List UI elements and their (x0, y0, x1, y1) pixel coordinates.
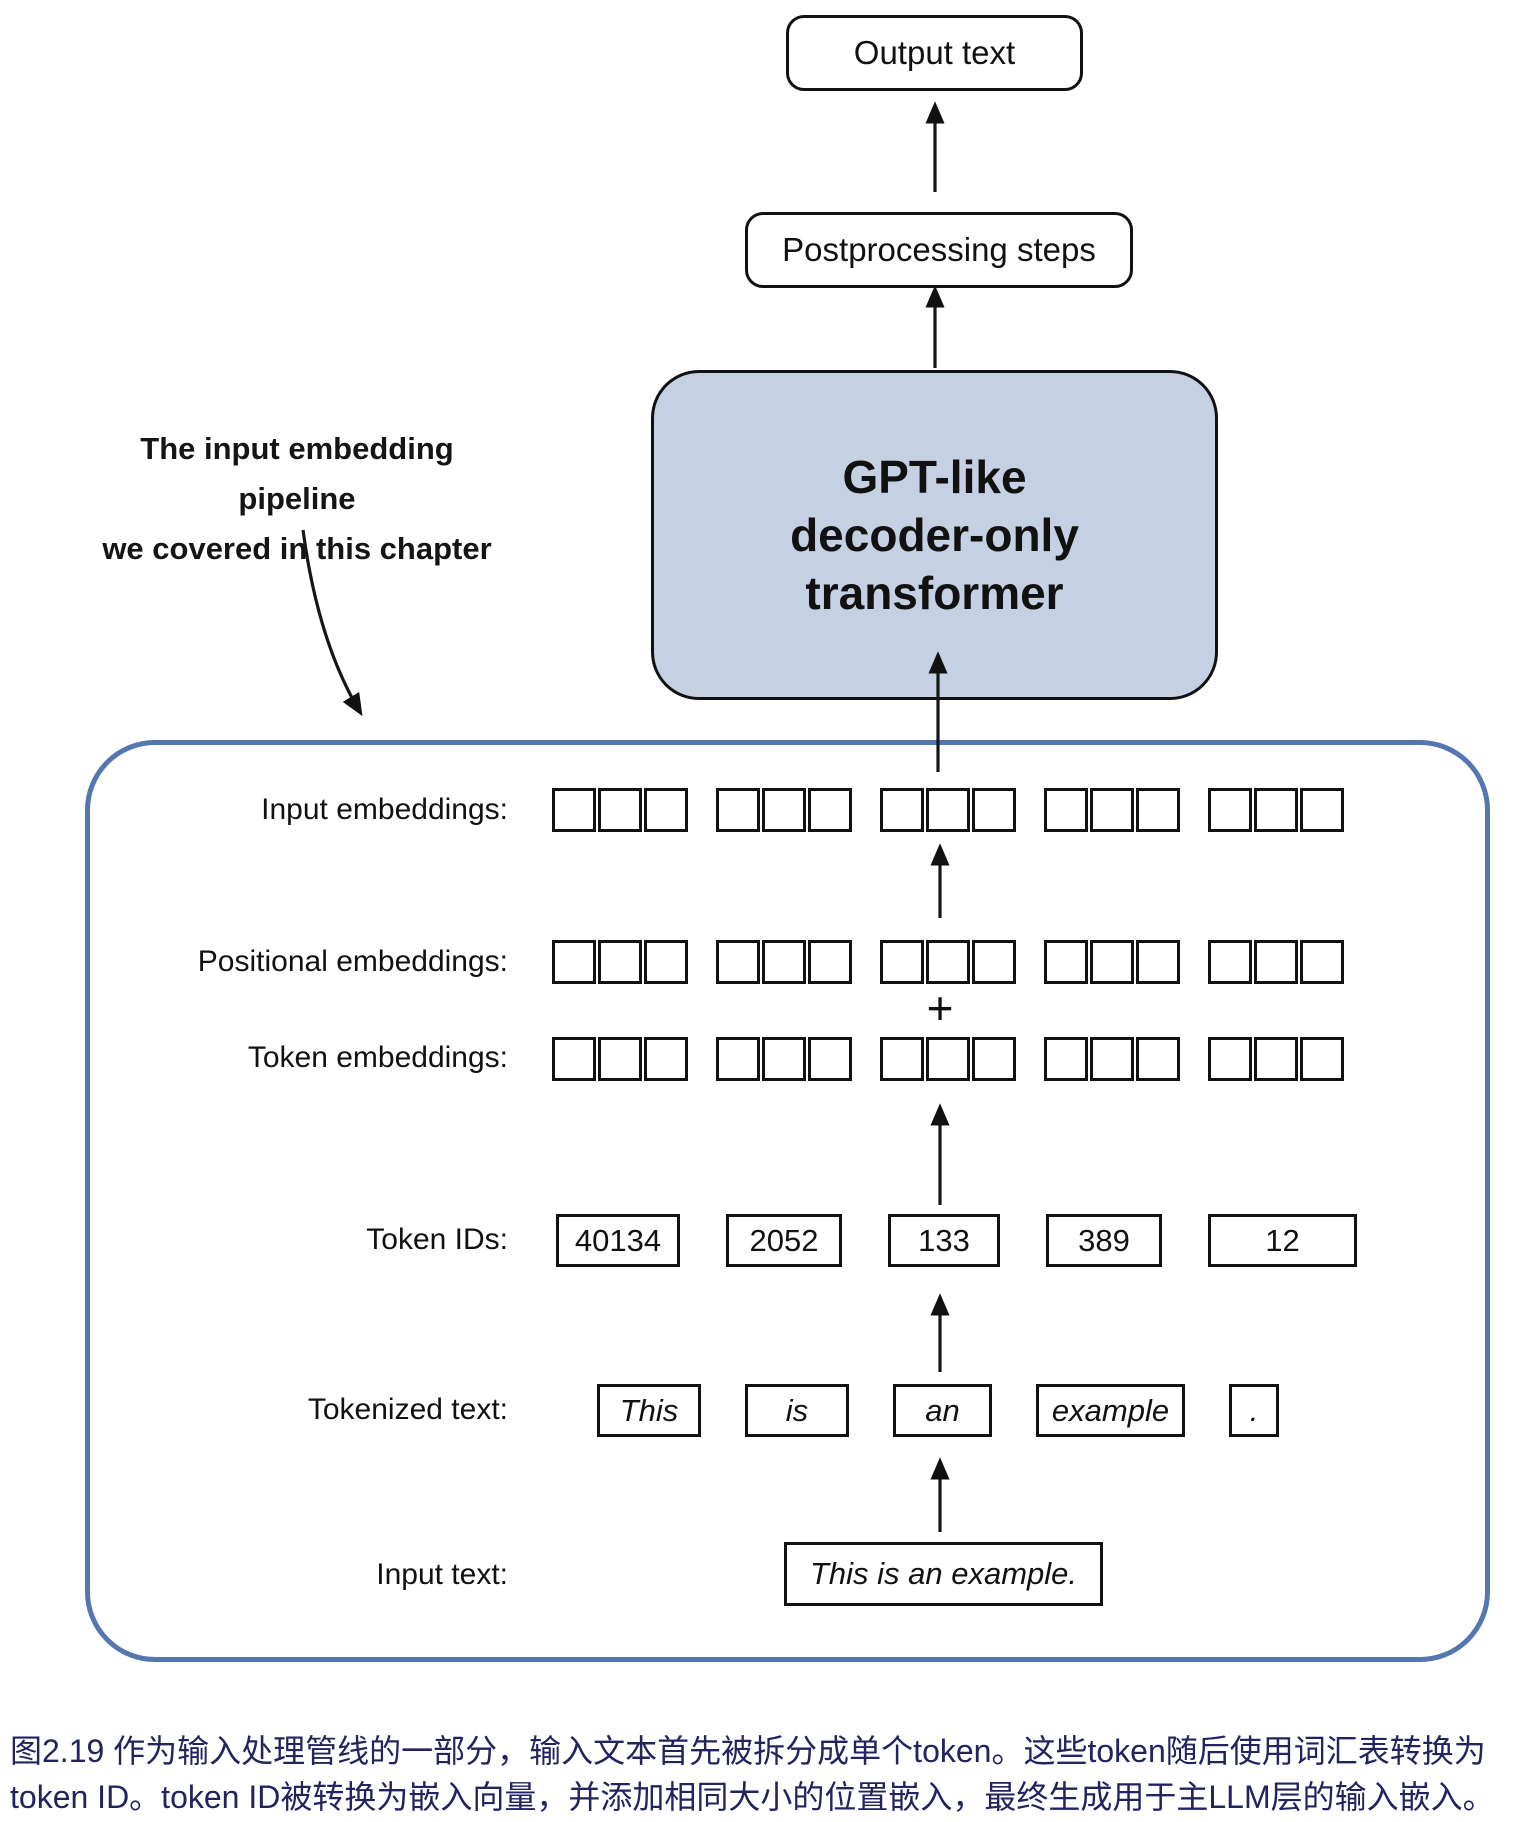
embedding-cell (926, 1037, 970, 1081)
embedding-cell (1300, 788, 1344, 832)
embedding-cell (1254, 940, 1298, 984)
embedding-vector-group (552, 1037, 688, 1081)
embedding-cell (1136, 788, 1180, 832)
embedding-cell (1090, 1037, 1134, 1081)
embedding-vector-group (1208, 940, 1344, 984)
annotation-note: The input embedding pipeline we covered … (87, 424, 507, 574)
postprocessing-steps-box: Postprocessing steps (745, 212, 1133, 288)
embedding-cell (1254, 788, 1298, 832)
embedding-cell (1300, 940, 1344, 984)
gpt-transformer-box: GPT-like decoder-only transformer (651, 370, 1218, 700)
embedding-cell (598, 788, 642, 832)
token-box: . (1229, 1384, 1279, 1437)
embedding-cell (808, 788, 852, 832)
embedding-vector-group (716, 1037, 852, 1081)
embedding-cell (762, 940, 806, 984)
embedding-cell (1208, 940, 1252, 984)
token-ids-row: 40134 2052 133 389 12 (556, 1214, 1357, 1267)
embedding-cell (926, 788, 970, 832)
embedding-cell (1208, 788, 1252, 832)
token-id-box: 12 (1208, 1214, 1357, 1267)
embedding-cell (598, 940, 642, 984)
embedding-cell (880, 788, 924, 832)
embedding-cell (880, 1037, 924, 1081)
embedding-vector-group (716, 940, 852, 984)
embedding-cell (552, 940, 596, 984)
embedding-cell (1208, 1037, 1252, 1081)
token-embeddings-row (552, 1037, 1344, 1081)
annotation-line-2: we covered in this chapter (102, 531, 492, 566)
embedding-cell (644, 1037, 688, 1081)
embedding-cell (598, 1037, 642, 1081)
embedding-cell (762, 788, 806, 832)
embedding-cell (716, 1037, 760, 1081)
embedding-vector-group (1044, 1037, 1180, 1081)
embedding-vector-group (880, 1037, 1016, 1081)
embedding-vector-group (1208, 788, 1344, 832)
embedding-cell (1044, 940, 1088, 984)
embedding-vector-group (880, 940, 1016, 984)
embedding-cell (972, 788, 1016, 832)
embedding-cell (716, 788, 760, 832)
token-box: an (893, 1384, 992, 1437)
embedding-pipeline-container (85, 740, 1490, 1662)
input-embeddings-label: Input embeddings: (261, 793, 508, 826)
embedding-cell (552, 788, 596, 832)
embedding-cell (644, 940, 688, 984)
embedding-cell (1044, 1037, 1088, 1081)
embedding-cell (1136, 1037, 1180, 1081)
token-id-box: 2052 (726, 1214, 842, 1267)
embedding-vector-group (880, 788, 1016, 832)
embedding-vector-group (1208, 1037, 1344, 1081)
embedding-cell (1090, 788, 1134, 832)
embedding-vector-group (716, 788, 852, 832)
embedding-cell (926, 940, 970, 984)
token-box: This (597, 1384, 701, 1437)
positional-embeddings-label: Positional embeddings: (197, 945, 508, 978)
token-id-box: 389 (1046, 1214, 1162, 1267)
embedding-cell (880, 940, 924, 984)
token-box: example (1036, 1384, 1185, 1437)
token-id-box: 40134 (556, 1214, 680, 1267)
gpt-box-line-3: transformer (805, 567, 1064, 619)
embedding-cell (972, 940, 1016, 984)
input-text-label: Input text: (376, 1558, 508, 1591)
token-ids-label: Token IDs: (366, 1223, 508, 1256)
tokenized-text-row: This is an example . (597, 1384, 1279, 1437)
output-text-box: Output text (786, 15, 1083, 91)
embedding-cell (1044, 788, 1088, 832)
embedding-cell (1136, 940, 1180, 984)
annotation-line-1: The input embedding pipeline (140, 431, 454, 516)
embedding-cell (808, 1037, 852, 1081)
token-box: is (745, 1384, 849, 1437)
embedding-cell (552, 1037, 596, 1081)
embedding-cell (1300, 1037, 1344, 1081)
token-embeddings-label: Token embeddings: (247, 1041, 508, 1074)
gpt-box-line-2: decoder-only (790, 509, 1079, 561)
embedding-vector-group (1044, 940, 1180, 984)
embedding-cell (716, 940, 760, 984)
embedding-vector-group (552, 788, 688, 832)
embedding-vector-group (552, 940, 688, 984)
input-text-box: This is an example. (784, 1542, 1103, 1606)
embedding-cell (644, 788, 688, 832)
tokenized-text-label: Tokenized text: (307, 1393, 508, 1426)
positional-embeddings-row (552, 940, 1344, 984)
caption-line-2: token ID。token ID被转换为嵌入向量，并添加相同大小的位置嵌入，最… (10, 1779, 1495, 1815)
embedding-cell (808, 940, 852, 984)
input-embeddings-row (552, 788, 1344, 832)
plus-sign: + (926, 982, 954, 1034)
embedding-cell (1254, 1037, 1298, 1081)
embedding-vector-group (1044, 788, 1180, 832)
caption-line-1: 图2.19 作为输入处理管线的一部分，输入文本首先被拆分成单个token。这些t… (10, 1733, 1486, 1769)
token-id-box: 133 (888, 1214, 1000, 1267)
figure-caption: 图2.19 作为输入处理管线的一部分，输入文本首先被拆分成单个token。这些t… (10, 1728, 1514, 1820)
gpt-box-line-1: GPT-like (842, 451, 1027, 503)
embedding-cell (972, 1037, 1016, 1081)
embedding-cell (1090, 940, 1134, 984)
embedding-cell (762, 1037, 806, 1081)
